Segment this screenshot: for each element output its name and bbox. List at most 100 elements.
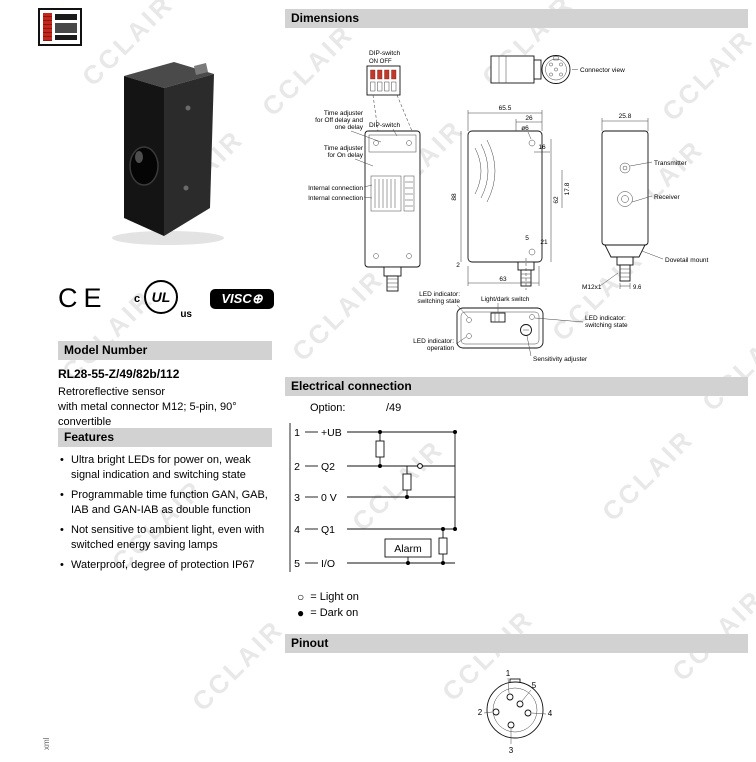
dim-5: 5 — [525, 235, 529, 242]
pin-1-label: 1 — [506, 669, 511, 678]
terminal-label: Q1 — [321, 524, 335, 536]
dim-21: 21 — [540, 239, 548, 246]
dim-63: 63 — [499, 276, 507, 283]
svg-text:operation: operation — [427, 345, 454, 352]
brand-logo — [38, 8, 82, 46]
open-circle-icon: ○ — [297, 590, 305, 604]
dim-62: 62 — [553, 196, 560, 204]
terminal-num: 3 — [294, 492, 300, 504]
terminal-row-3: 3 0 V — [294, 492, 455, 504]
dim-65-5: 65.5 — [499, 105, 512, 112]
terminal-row-1: 1 +UB — [294, 427, 455, 439]
model-number: RL28-55-Z/49/82b/112 — [58, 367, 180, 381]
watermark: CCLAIR — [186, 613, 290, 717]
legend-light-on: ○ = Light on — [297, 590, 359, 604]
sensor-type: Retroreflective sensor — [58, 386, 165, 398]
terminal-row-5: 5 I/O — [294, 558, 455, 570]
ul-c-label: c — [134, 293, 141, 305]
light-dark-switch-label: Light/dark switch — [481, 296, 530, 303]
pin-3-label: 3 — [509, 746, 514, 755]
dim-dia6: ø6 — [521, 125, 529, 132]
alarm-label: Alarm — [394, 543, 422, 555]
dim-16: 16 — [538, 144, 546, 151]
sensitivity-adjuster-label: Sensitivity adjuster — [533, 356, 588, 363]
pin-2-label: 2 — [478, 708, 483, 717]
circuit-components: Alarm — [375, 430, 457, 565]
features-header: Features — [58, 428, 272, 447]
svg-text:for On delay: for On delay — [328, 152, 364, 159]
terminal-label: +UB — [321, 427, 342, 439]
internal-connection-label-2: Internal connection — [308, 195, 363, 202]
svg-text:switching state: switching state — [585, 322, 628, 329]
terminal-label: I/O — [321, 558, 335, 570]
dim-9-6: 9.6 — [633, 285, 642, 291]
svg-text:switching state: switching state — [417, 298, 460, 305]
brand-logo-red-stripe — [43, 13, 52, 41]
feature-item: Waterproof, degree of protection IP67 — [58, 558, 274, 573]
option-value: /49 — [386, 402, 402, 414]
m12-label: M12x1 — [582, 284, 602, 291]
feature-item: Not sensitive to ambient light, even wit… — [58, 523, 274, 552]
ce-mark: CE — [58, 283, 108, 313]
pin-4-label: 4 — [548, 709, 553, 718]
dovetail-mount-label: Dovetail mount — [665, 257, 709, 264]
transmitter-label: Transmitter — [654, 160, 687, 167]
filled-circle-icon: ● — [297, 606, 305, 620]
feature-item: Ultra bright LEDs for power on, weak sig… — [58, 453, 274, 482]
receiver-label: Receiver — [654, 194, 680, 201]
terminal-label: 0 V — [321, 492, 337, 504]
dim-88: 88 — [451, 193, 458, 201]
dim-25-8: 25.8 — [619, 113, 632, 120]
terminal-diagram: 1 +UB 2 Q2 3 0 V 4 Q1 5 I/O — [289, 423, 457, 572]
electrical-header: Electrical connection — [285, 377, 748, 396]
svg-text:for Off delay and: for Off delay and — [315, 117, 363, 124]
side-view: 65.5 26 ø6 88 62 16 17.8 5 21 2 63 — [451, 105, 571, 290]
bottom-view: LED indicator: switching state Light/dar… — [413, 291, 628, 363]
visolux-badge: VISC⊕ — [210, 289, 274, 309]
on-off-label: ON OFF — [369, 59, 392, 65]
internal-connection-label-1: Internal connection — [308, 185, 363, 192]
pin-5-label: 5 — [532, 681, 537, 690]
connector-view: Connector view — [490, 55, 625, 84]
dimensions-drawing: DIP-switch ON OFF — [308, 50, 709, 363]
feature-item: Programmable time function GAN, GAB, IAB… — [58, 488, 274, 517]
document-code-vertical: xml — [42, 737, 51, 750]
terminal-num: 1 — [294, 427, 300, 439]
ul-circle: UL — [144, 280, 178, 314]
terminal-row-4: 4 Q1 — [294, 524, 455, 536]
terminal-row-2: 2 Q2 — [294, 461, 455, 473]
model-number-header: Model Number — [58, 341, 272, 360]
rear-view: 25.8 Transmitter Receiver Dovetail mount… — [582, 113, 709, 291]
terminal-label: Q2 — [321, 461, 335, 473]
option-label: Option: — [310, 402, 346, 414]
led-switching-right-label: LED indicator: — [585, 315, 626, 322]
terminal-num: 4 — [294, 524, 300, 536]
pinout-header: Pinout — [285, 634, 748, 653]
front-view — [364, 130, 421, 292]
dim-17-8: 17.8 — [564, 182, 571, 195]
time-adjuster-off-label: Time adjuster — [324, 110, 364, 117]
model-description: with metal connector M12; 5-pin, 90° con… — [58, 401, 237, 428]
dim-2: 2 — [456, 262, 460, 269]
dim-26: 26 — [525, 115, 533, 122]
dip-switch-detail-label: DIP-switch — [369, 50, 400, 57]
ul-us-label: us — [180, 309, 192, 320]
front-view-labels: Time adjuster for Off delay and one dela… — [308, 110, 400, 202]
svg-text:one delay: one delay — [335, 124, 364, 131]
dip-switch-detail: DIP-switch ON OFF — [366, 50, 413, 132]
legend-dark-on: ● = Dark on — [297, 606, 359, 620]
product-photo-sensor — [112, 62, 224, 245]
ul-label: UL — [151, 289, 171, 305]
time-adjuster-on-label: Time adjuster — [324, 145, 364, 152]
visolux-label: VISC⊕ — [221, 291, 263, 306]
dimensions-header: Dimensions — [285, 9, 748, 28]
terminal-num: 5 — [294, 558, 300, 570]
ul-mark: c UL us — [134, 280, 192, 320]
features-list: Ultra bright LEDs for power on, weak sig… — [58, 453, 274, 579]
brand-logo-bars — [55, 13, 77, 41]
led-switching-left-label: LED indicator: — [419, 291, 460, 298]
connector-view-label: Connector view — [580, 67, 625, 74]
dip-switch-label: DIP-switch — [369, 122, 400, 129]
terminal-num: 2 — [294, 461, 300, 473]
